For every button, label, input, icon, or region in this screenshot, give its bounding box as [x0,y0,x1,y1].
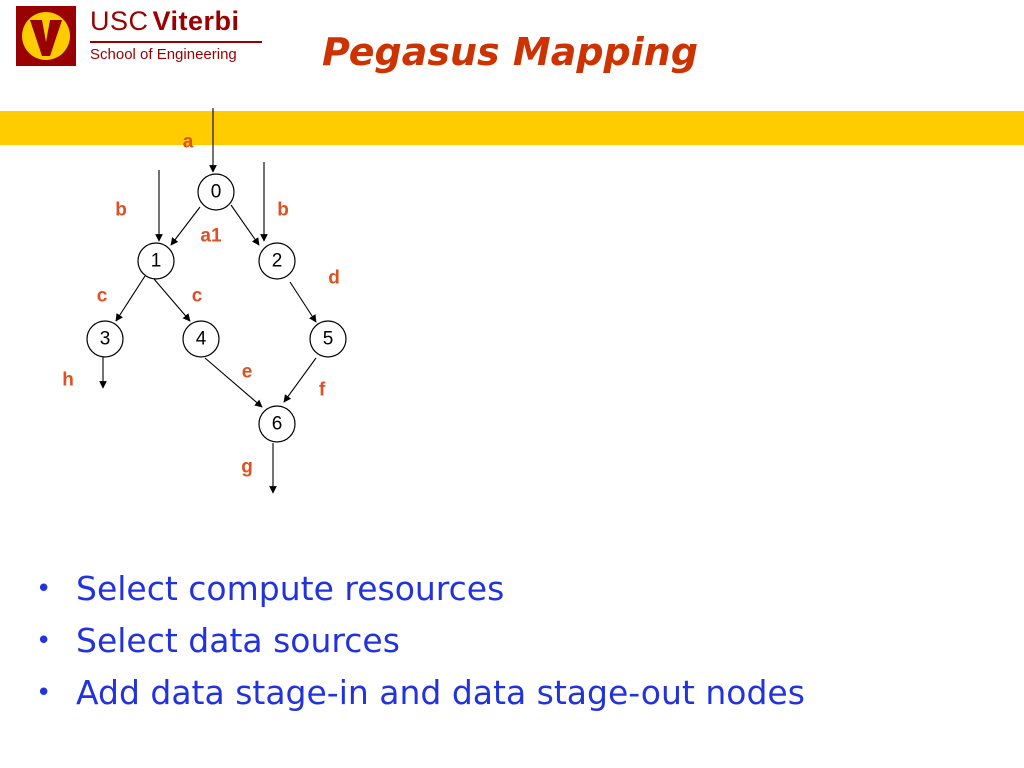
logo-divider [90,41,262,43]
node-5: 5 [309,320,347,358]
edge-label-a1: a1 [200,226,222,247]
logo-subtitle: School of Engineering [90,46,237,63]
edge-1-4 [153,278,191,322]
bullet-glyph: • [36,574,52,604]
bullet-glyph: • [36,626,52,656]
edge-2-5 [289,281,317,323]
edge-label-f: f [319,380,326,401]
edge-1-3 [115,275,146,322]
bullet-item: • Select data sources [36,618,805,670]
logo-usc-text: USC [90,6,149,36]
header-accent-bar [0,111,1024,145]
logo-viterbi-text: Viterbi [152,6,240,36]
edge-label-b-left: b [115,200,127,221]
svg-text:1: 1 [151,251,162,272]
node-1: 1 [137,242,175,280]
bullet-list: • Select compute resources • Select data s… [36,566,805,722]
edge-label-a: a [183,132,194,153]
svg-text:3: 3 [100,329,111,350]
bullet-text: Select compute resources [76,569,505,608]
edge-0-2 [230,204,260,246]
edge-label-h: h [62,370,74,391]
edge-label-c-left: c [97,286,108,307]
bullet-glyph: • [36,678,52,708]
svg-text:4: 4 [196,329,207,350]
bullet-text: Select data sources [76,621,400,660]
edge-4-6 [204,357,263,408]
svg-text:2: 2 [272,251,283,272]
bullet-text: Add data stage-in and data stage-out nod… [76,673,805,712]
svg-text:6: 6 [272,414,283,435]
bullet-item: • Select compute resources [36,566,805,618]
node-4: 4 [182,320,220,358]
node-2: 2 [258,242,296,280]
edge-label-d: d [328,268,340,289]
node-3: 3 [86,320,124,358]
bullet-item: • Add data stage-in and data stage-out no… [36,670,805,722]
node-6: 6 [258,405,296,443]
slide-title: Pegasus Mapping [321,30,699,74]
viterbi-v-icon [16,6,76,66]
edge-label-b-right: b [277,200,289,221]
edge-5-6 [283,357,317,403]
svg-text:0: 0 [211,182,222,203]
edge-label-g: g [241,457,253,478]
svg-text:5: 5 [323,329,334,350]
edge-0-1 [170,206,201,246]
node-0: 0 [197,173,235,211]
edge-label-e: e [242,362,253,383]
edge-label-c-right: c [192,286,203,307]
